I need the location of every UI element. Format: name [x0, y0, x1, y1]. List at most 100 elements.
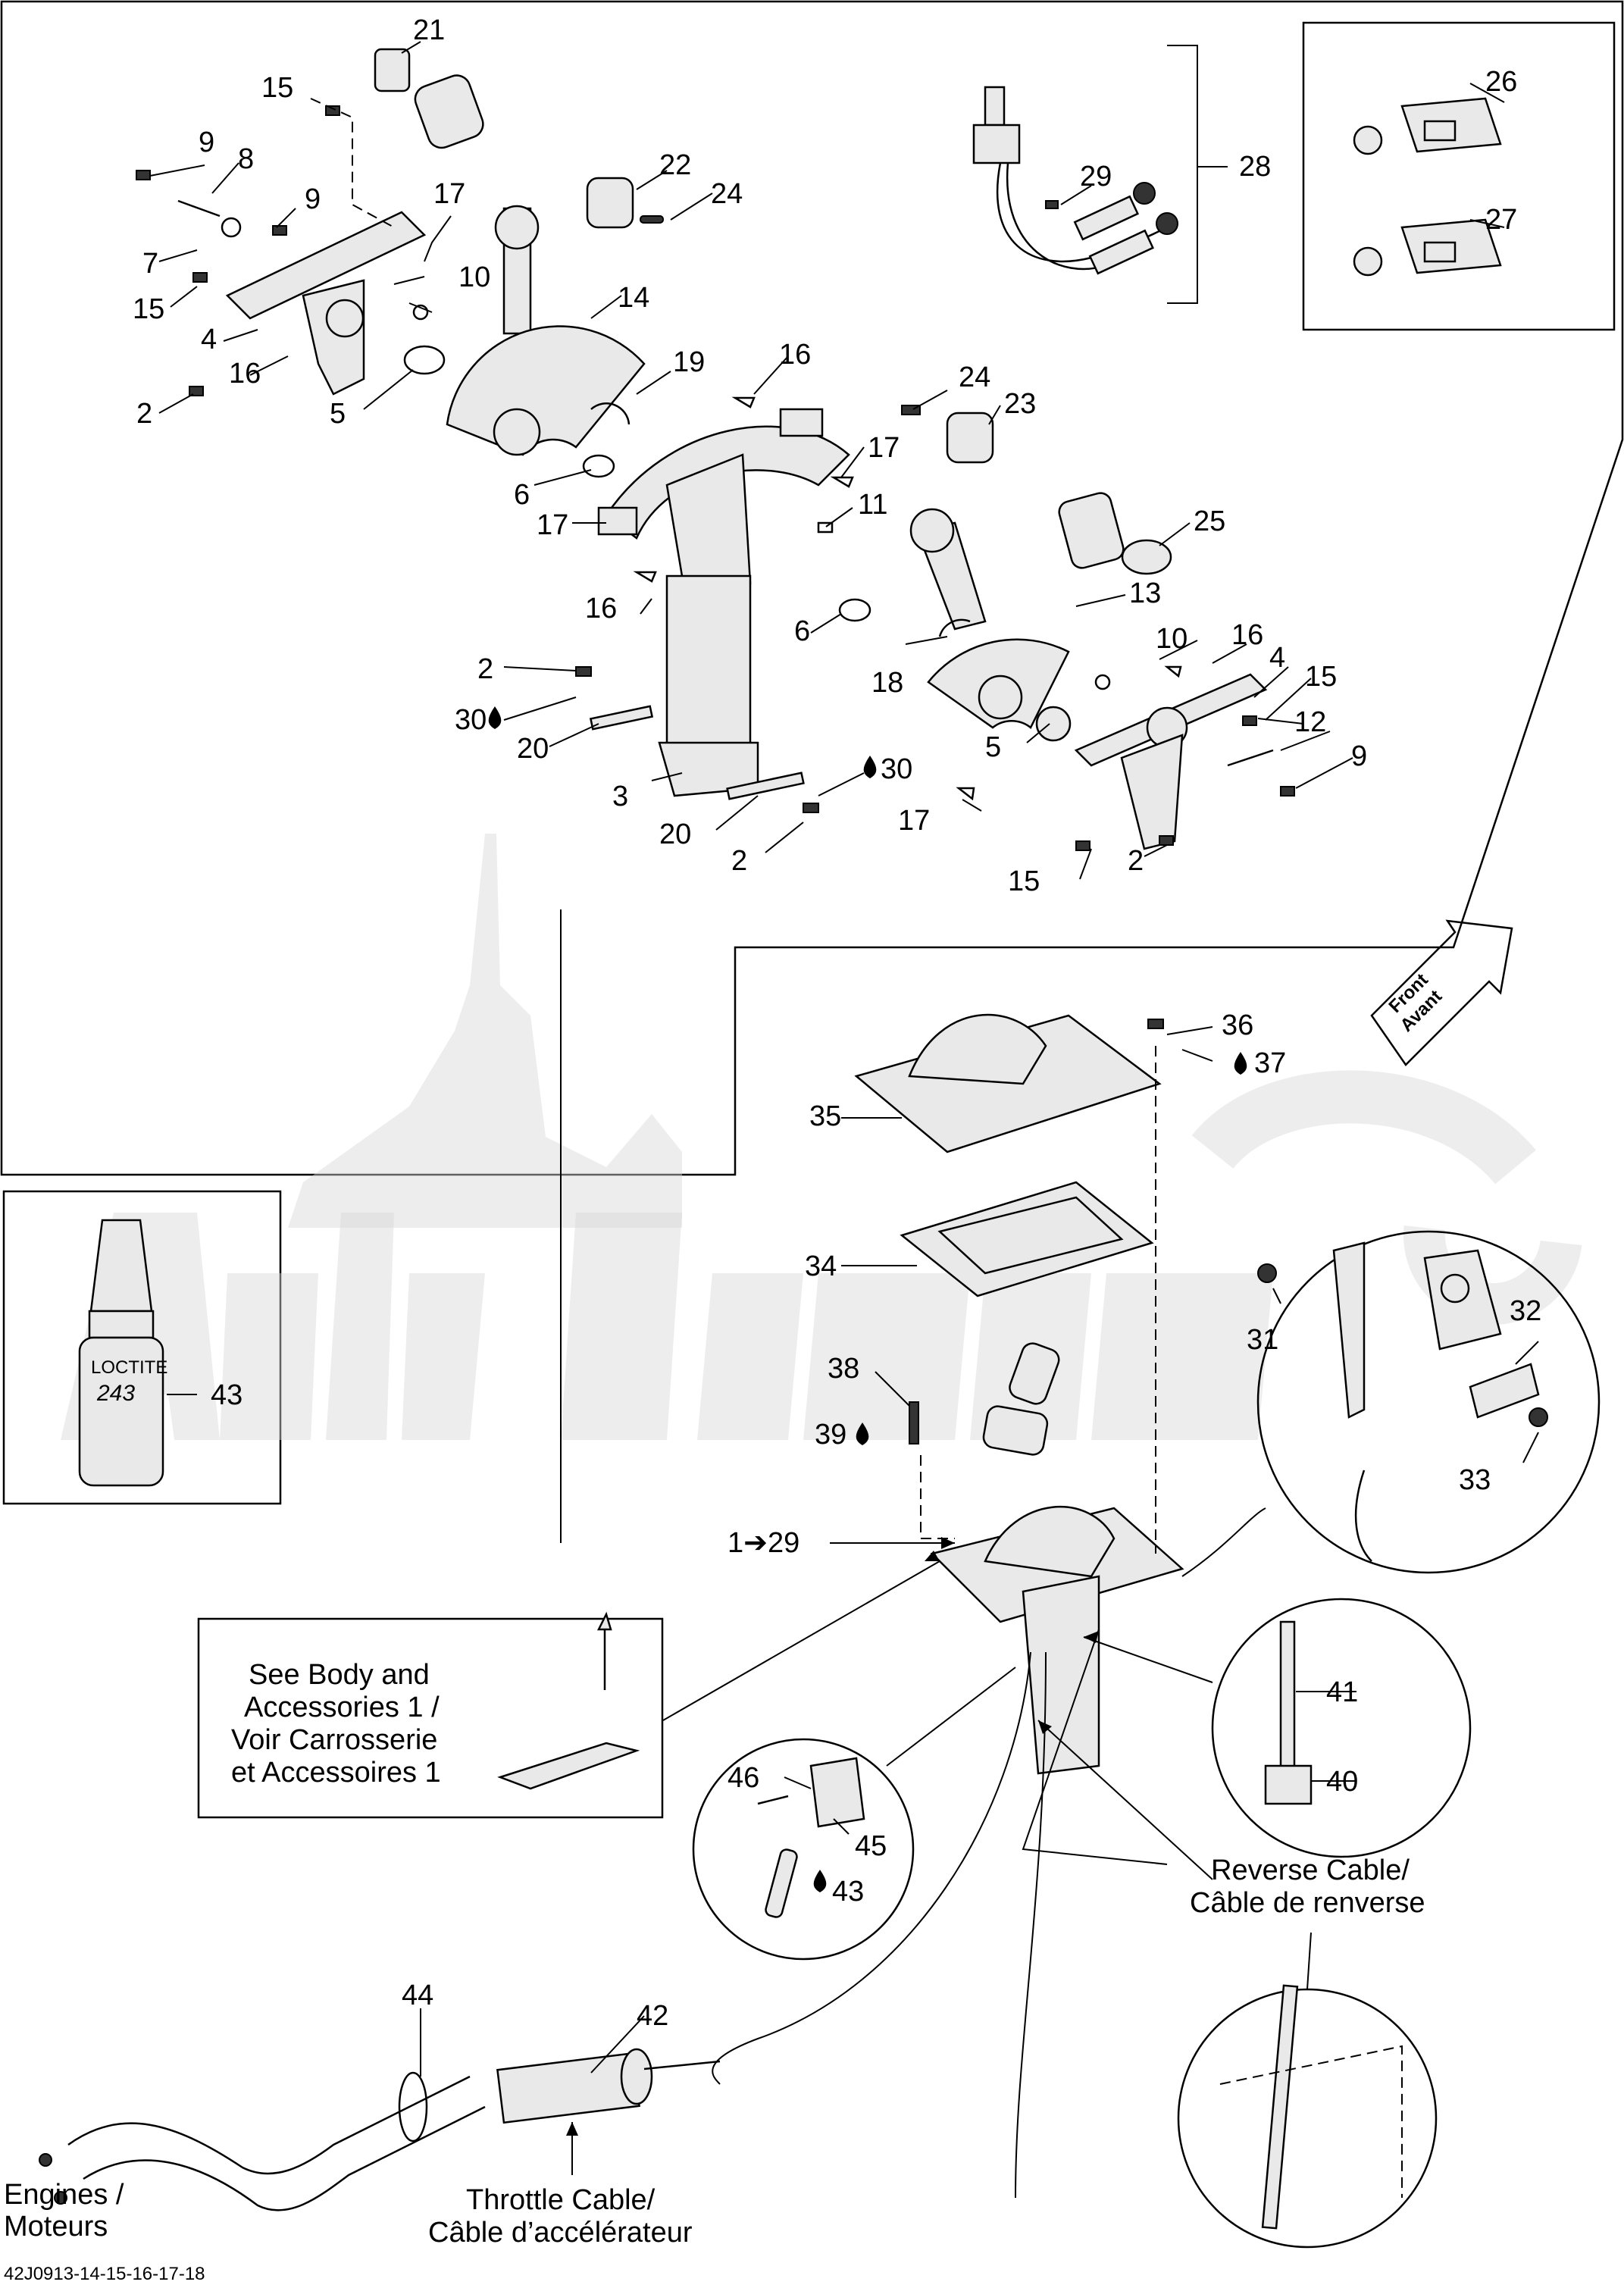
callout-20: 20 — [517, 733, 549, 765]
callout-43: 43 — [832, 1876, 864, 1908]
see-body-line-4: et Accessoires 1 — [231, 1757, 441, 1789]
callout-16: 16 — [1231, 619, 1263, 651]
callout-16: 16 — [779, 339, 811, 371]
callout-29: 29 — [1080, 161, 1112, 192]
callout-14: 14 — [618, 282, 649, 314]
bottle-frame — [2, 1190, 282, 1505]
bottle-brand: LOCTITE — [91, 1357, 167, 1378]
bottle-number: 243 — [96, 1381, 135, 1406]
callout-2: 2 — [1128, 845, 1144, 877]
see-body-frame — [197, 1617, 664, 1819]
callout-labels: 21 15 9 8 9 17 7 10 15 4 16 2 5 14 22 24… — [133, 14, 1541, 2032]
inset-frame-26-27 — [1302, 21, 1616, 331]
direction-arrow: Front Avant — [1370, 919, 1513, 1066]
callout-16: 16 — [229, 358, 261, 390]
callout-42: 42 — [637, 2000, 668, 2032]
callout-24: 24 — [711, 178, 743, 210]
callout-4: 4 — [201, 324, 217, 355]
callout-15: 15 — [261, 72, 293, 104]
callout-41: 41 — [1326, 1676, 1358, 1708]
callout-9: 9 — [305, 183, 321, 215]
callout-28: 28 — [1239, 151, 1271, 183]
callout-12: 12 — [1294, 706, 1326, 738]
reverse-cable-label-1: Reverse Cable/ — [1211, 1855, 1410, 1886]
callout-2: 2 — [731, 845, 747, 877]
callout-37: 37 — [1254, 1047, 1286, 1079]
callout-11: 11 — [858, 489, 887, 521]
callout-18: 18 — [871, 667, 903, 699]
see-body-line-2: Accessories 1 / — [244, 1692, 440, 1723]
callout-13: 13 — [1129, 577, 1161, 609]
callout-22: 22 — [659, 149, 691, 181]
callout-5: 5 — [985, 731, 1001, 763]
callout-46: 46 — [728, 1762, 759, 1794]
handle-assembly-right — [909, 412, 1295, 851]
drop-icon — [488, 706, 1247, 1892]
callout-17: 17 — [433, 178, 465, 210]
callout-34: 34 — [805, 1250, 837, 1282]
callout-35: 35 — [809, 1100, 841, 1132]
callout-9: 9 — [1351, 740, 1367, 772]
loctite-bottle: LOCTITE 243 — [78, 1219, 167, 1487]
callout-15: 15 — [133, 293, 164, 325]
detail-circle-reverse — [1177, 1984, 1438, 2249]
callout-17: 17 — [537, 509, 568, 541]
callout-23: 23 — [1004, 388, 1036, 420]
callout-20: 20 — [659, 818, 691, 850]
callout-27: 27 — [1485, 204, 1517, 236]
handle-assembly-left — [136, 48, 664, 456]
throttle-cable-label-2: Câble d’accélérateur — [428, 2217, 693, 2249]
detail-circle-43-46 — [692, 1738, 915, 1961]
engines-label-2: Moteurs — [4, 2211, 108, 2243]
callout-2: 2 — [477, 653, 493, 685]
callout-6: 6 — [794, 615, 810, 647]
leader-lines — [149, 41, 1539, 2175]
see-body-line-1: See Body and — [249, 1659, 430, 1691]
callout-21: 21 — [413, 14, 445, 46]
callout-4: 4 — [1269, 642, 1285, 674]
callout-24: 24 — [959, 362, 990, 393]
callout-40: 40 — [1326, 1766, 1358, 1798]
callout-43: 43 — [211, 1379, 243, 1411]
callout-38: 38 — [828, 1353, 859, 1385]
callout-36: 36 — [1222, 1009, 1253, 1041]
main-upper-frame — [0, 0, 1624, 1176]
throttle-cable — [39, 2048, 721, 2211]
callout-15: 15 — [1008, 865, 1040, 897]
reverse-cable-label-2: Câble de renverse — [1190, 1887, 1425, 1919]
text-notes: See Body and Accessories 1 / Voir Carros… — [4, 1659, 1425, 2284]
switch-inset — [1353, 97, 1502, 277]
arrow-heads — [566, 1537, 1099, 2136]
engines-label-1: Engines / — [4, 2179, 124, 2211]
callout-10: 10 — [458, 261, 490, 293]
callout-44: 44 — [402, 1980, 433, 2011]
see-body-line-3: Voir Carrosserie — [231, 1724, 437, 1756]
callout-45: 45 — [855, 1830, 887, 1862]
callout-32: 32 — [1510, 1295, 1541, 1327]
wiring-harness — [972, 86, 1178, 275]
callout-19: 19 — [673, 346, 705, 378]
detail-circle-40-41 — [1211, 1598, 1472, 1858]
callout-30: 30 — [881, 753, 912, 785]
callout-10: 10 — [1156, 623, 1187, 655]
detail-circle-31-33 — [1256, 1230, 1601, 1574]
diagram-code: 42J0913-14-15-16-17-18 — [4, 2264, 205, 2284]
callout-8: 8 — [238, 143, 254, 175]
see-body-part — [497, 1611, 640, 1790]
callout-31: 31 — [1247, 1324, 1278, 1356]
callout-15: 15 — [1305, 661, 1337, 693]
callout-6: 6 — [514, 479, 530, 511]
callout-9: 9 — [199, 127, 214, 158]
callout-5: 5 — [330, 398, 346, 430]
callout-17: 17 — [868, 432, 900, 464]
callout-26: 26 — [1485, 66, 1517, 98]
handle-assembly-center — [575, 396, 921, 813]
lower-assembly — [712, 1013, 1184, 2199]
callout-39: 39 — [815, 1419, 846, 1451]
callout-30: 30 — [455, 704, 487, 736]
callout-7: 7 — [142, 248, 158, 280]
callout-17: 17 — [898, 805, 930, 837]
callout-1-to-29: 1➔29 — [728, 1527, 799, 1559]
callout-16: 16 — [585, 593, 617, 624]
